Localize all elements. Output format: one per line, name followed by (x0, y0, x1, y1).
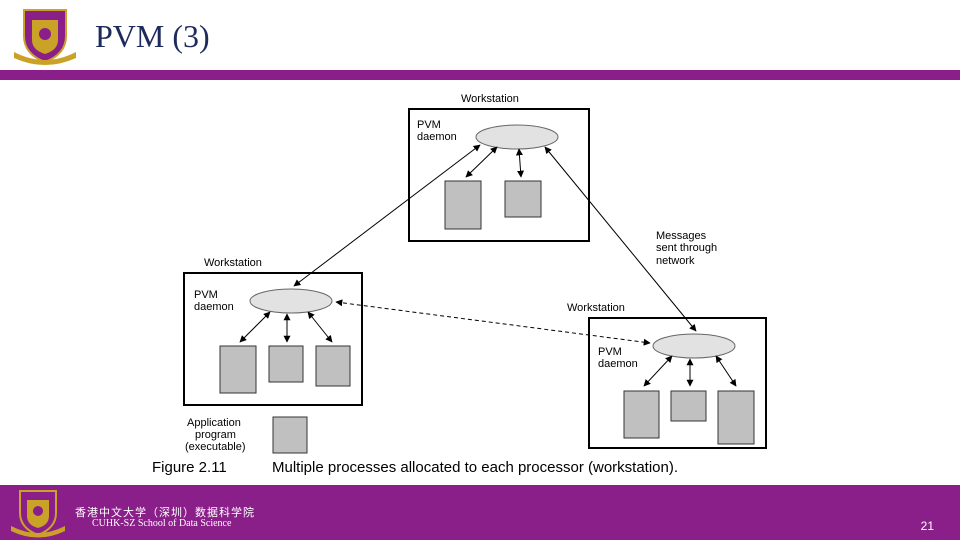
network-arrow-left-right (335, 299, 651, 346)
ws-left-process-3 (315, 345, 351, 387)
pvm-diagram: Workstation PVM daemon Workstation PVM d… (152, 93, 767, 476)
legend-process-swatch (272, 416, 308, 454)
network-arrow-top-left (293, 144, 481, 287)
ws-left-daemon-label-2: daemon (194, 301, 234, 313)
ws-left-arrow-3 (307, 311, 333, 343)
messages-label-2: sent through (656, 242, 717, 254)
ws-right-arrow-3 (715, 355, 737, 387)
ws-top-label: Workstation (461, 93, 519, 105)
ws-right-daemon-label-1: PVM (598, 346, 622, 358)
slide-title: PVM (3) (95, 18, 210, 54)
figure-caption-label: Figure 2.11 (152, 459, 227, 476)
messages-label-3: network (656, 255, 695, 267)
network-arrow-top-right (544, 146, 697, 332)
ws-left-label: Workstation (204, 257, 262, 269)
ws-right-arrow-1 (643, 355, 673, 387)
ws-left-arrow-1 (239, 311, 271, 343)
ws-right-label: Workstation (567, 302, 625, 314)
university-crest-logo (14, 9, 76, 65)
ws-left-daemon-label-1: PVM (194, 289, 218, 301)
ws-top-process-1 (444, 180, 482, 230)
messages-label-1: Messages (656, 230, 707, 242)
ws-right-daemon (652, 333, 736, 359)
ws-right-process-2 (670, 390, 707, 422)
ws-top-daemon-label-1: PVM (417, 119, 441, 131)
page-number: 21 (920, 519, 934, 533)
footer-crest-logo (11, 490, 65, 538)
legend-label-2: program (195, 429, 236, 441)
ws-top-daemon (475, 124, 559, 150)
ws-left-process-1 (219, 345, 257, 394)
ws-top-daemon-label-2: daemon (417, 131, 457, 143)
legend-label-3: (executable) (185, 441, 246, 453)
footer-institution-chinese: 香港中文大学（深圳）数据科学院 (75, 506, 255, 519)
ws-right-process-3 (717, 390, 755, 445)
footer-institution-english: CUHK-SZ School of Data Science (92, 518, 232, 529)
ws-left-daemon (249, 288, 333, 314)
legend-label-1: Application (187, 417, 241, 429)
ws-right-process-1 (623, 390, 660, 439)
header-divider-bar (0, 70, 960, 80)
footer-bar: 香港中文大学（深圳）数据科学院 CUHK-SZ School of Data S… (0, 485, 960, 540)
ws-top-arrow-2 (515, 148, 525, 178)
figure-caption-text: Multiple processes allocated to each pro… (272, 459, 678, 476)
ws-top-process-2 (504, 180, 542, 218)
ws-right-daemon-label-2: daemon (598, 358, 638, 370)
ws-left-process-2 (268, 345, 304, 383)
